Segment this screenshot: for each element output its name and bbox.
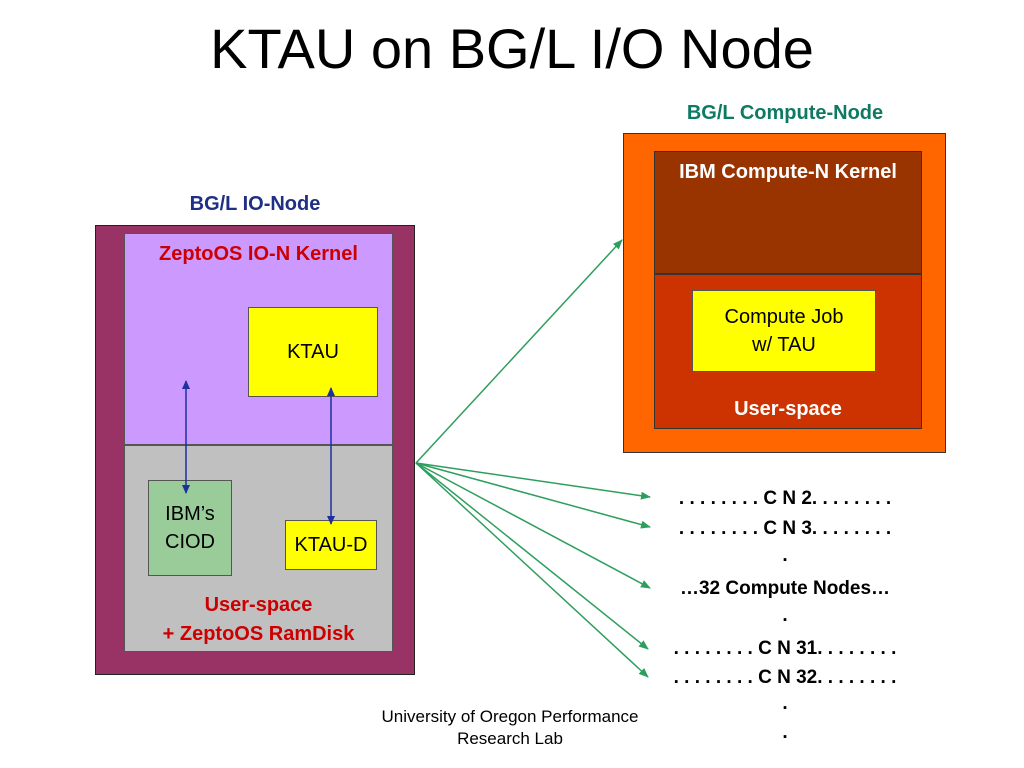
footer-line1: University of Oregon Performance (381, 707, 639, 726)
arrow-to-cn32 (415, 462, 649, 678)
slide-title: KTAU on BG/L I/O Node (210, 17, 814, 80)
node-list-item: …32 Compute Nodes… (679, 578, 891, 599)
node-list-item: . (782, 605, 788, 626)
cn-kernel-label: IBM Compute-N Kernel (679, 161, 897, 183)
ciod-line2: CIOD (165, 531, 215, 553)
arrow-to-cn3 (415, 462, 651, 529)
node-list-item: . . . . . . . . C N 2. . . . . . . . (678, 488, 892, 509)
ktau-box: KTAU (248, 307, 378, 397)
node-list-item: . . . . . . . . C N 3. . . . . . . . (678, 518, 892, 539)
cn-userspace-label: User-space (734, 398, 842, 420)
io-node-label: BG/L IO-Node (189, 193, 321, 215)
cn-kernel-region (654, 151, 922, 274)
compute-job-line1: Compute Job (724, 306, 844, 328)
compute-job-box: Compute Job w/ TAU (692, 290, 876, 372)
arrow-to-compute-node (415, 239, 623, 464)
compute-node-label: BG/L Compute-Node (686, 102, 884, 124)
arrow-to-cn2 (415, 462, 651, 500)
node-list-item: . . . . . . . . C N 31. . . . . . . . (673, 638, 897, 659)
node-list-item: . (782, 693, 788, 714)
io-userspace-line1: User-space (204, 594, 313, 616)
io-userspace-line2: + ZeptoOS RamDisk (162, 623, 355, 645)
node-list-item: . . . . . . . . C N 32. . . . . . . . (673, 667, 897, 688)
ktaud-label: KTAU-D (294, 533, 368, 556)
arrow-to-cn31 (415, 462, 649, 650)
ktau-label: KTAU (287, 340, 339, 363)
compute-job-line2: w/ TAU (752, 334, 816, 356)
node-list-item: . (782, 722, 788, 743)
ciod-line1: IBM’s (165, 503, 215, 525)
footer: University of Oregon Performance Researc… (340, 706, 680, 750)
io-kernel-label: ZeptoOS IO-N Kernel (159, 243, 358, 265)
node-list-item: . (782, 545, 788, 566)
io-userspace-label: User-space + ZeptoOS RamDisk (124, 591, 393, 649)
footer-line2: Research Lab (457, 729, 563, 748)
arrow-to-32-nodes (415, 462, 651, 589)
